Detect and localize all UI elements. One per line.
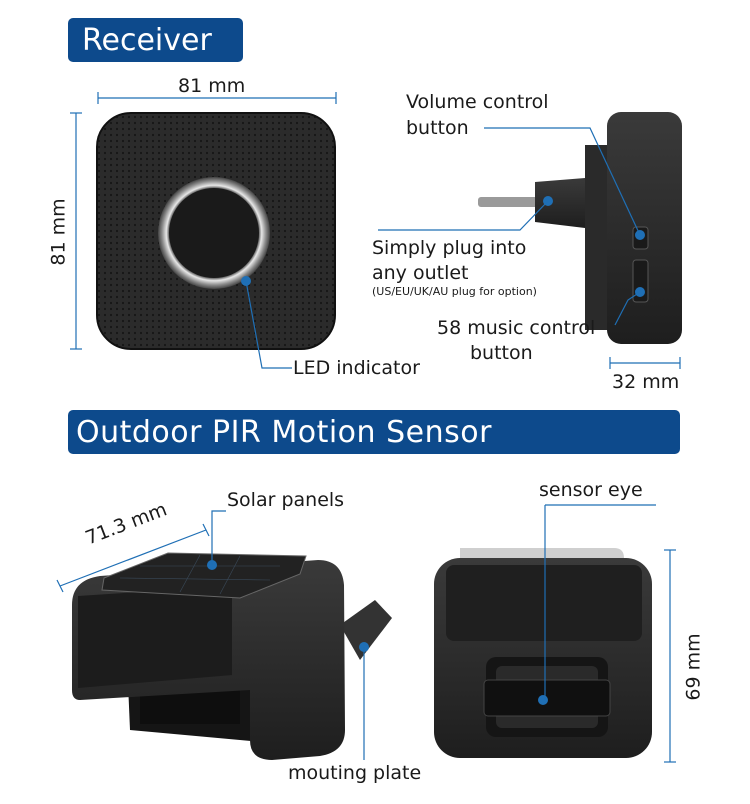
plug-label-line1: Simply plug into: [372, 237, 527, 259]
solar-callout-line: [211, 510, 226, 565]
eye-label: sensor eye: [539, 479, 643, 501]
music-label-line1: 58 music control: [437, 317, 596, 339]
receiver-side: [478, 112, 682, 344]
volume-label-line1: Volume control: [406, 91, 549, 113]
sensor-width-dimension: [56, 523, 210, 593]
plug-label-line2: any outlet: [372, 262, 469, 284]
led-label: LED indicator: [293, 357, 420, 379]
receiver-front: [96, 112, 336, 350]
sensor-height-label: 69 mm: [682, 633, 705, 701]
plug-callout-line: [378, 200, 549, 231]
sensor-section-title: Outdoor PIR Motion Sensor: [68, 410, 680, 454]
receiver-depth-dimension: [609, 357, 681, 369]
receiver-section-title: Receiver: [68, 18, 243, 62]
sensor-angled-view: [72, 552, 392, 760]
sensor-height-dimension: [664, 549, 676, 763]
receiver-width-dimension: [97, 92, 337, 104]
volume-label-line2: button: [406, 117, 469, 139]
plate-label: mouting plate: [288, 762, 422, 784]
sensor-front-view: [434, 548, 652, 758]
receiver-height-label: 81 mm: [47, 198, 70, 266]
receiver-width-label: 81 mm: [178, 75, 246, 97]
receiver-height-dimension: [70, 112, 82, 350]
volume-callout-line: [484, 127, 641, 236]
plug-note: (US/EU/UK/AU plug for option): [372, 285, 537, 298]
receiver-depth-label: 32 mm: [612, 371, 680, 393]
solar-label: Solar panels: [227, 489, 345, 511]
led-callout-line: [245, 280, 292, 369]
music-callout-line: [614, 291, 641, 326]
music-label-line2: button: [470, 342, 533, 364]
